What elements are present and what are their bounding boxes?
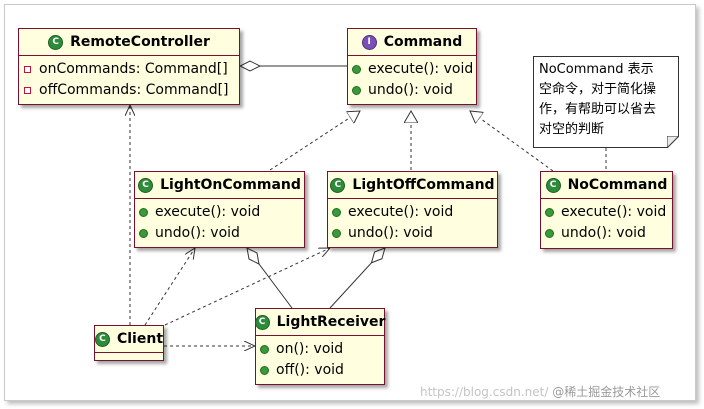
class-icon: C xyxy=(94,331,110,347)
note-fold-icon xyxy=(667,136,679,148)
method-label: execute(): void xyxy=(561,204,667,220)
class-icon: C xyxy=(48,34,64,50)
private-marker-icon xyxy=(24,66,31,73)
class-name: LightOffCommand xyxy=(352,177,495,193)
realization-lightoncommand-command xyxy=(269,111,360,171)
watermark: https://blog.csdn.net/ @稀土掘金技术社区 xyxy=(420,383,660,400)
interface-icon: I xyxy=(361,34,377,50)
public-marker-icon xyxy=(139,208,148,217)
dependency-client-lightoffcommand xyxy=(164,248,330,326)
method-label: undo(): void xyxy=(155,225,240,241)
class-icon: C xyxy=(254,314,270,330)
realization-nocommand-command xyxy=(470,111,554,172)
public-marker-icon xyxy=(352,86,361,95)
public-marker-icon xyxy=(545,208,554,217)
class-no-command[interactable]: C NoCommand execute(): void undo(): void xyxy=(540,171,673,249)
method-list: execute(): void undo(): void xyxy=(348,56,476,104)
method-row: on(): void xyxy=(260,339,380,360)
interface-command[interactable]: I Command execute(): void undo(): void xyxy=(347,28,477,105)
method-list: execute(): void undo(): void xyxy=(328,199,497,247)
method-row: off(): void xyxy=(260,360,380,381)
uml-note[interactable]: NoCommand 表示 空命令，对于简化操 作，有帮助可以省去 对空的判断 xyxy=(533,56,679,148)
method-list: execute(): void undo(): void xyxy=(135,199,304,247)
class-light-on-command[interactable]: C LightOnCommand execute(): void undo():… xyxy=(134,171,305,248)
private-marker-icon xyxy=(24,87,31,94)
public-marker-icon xyxy=(332,229,341,238)
method-row: execute(): void xyxy=(545,202,668,223)
attribute-list: onCommands: Command[] offCommands: Comma… xyxy=(19,56,239,104)
class-icon: C xyxy=(545,177,561,193)
method-label: undo(): void xyxy=(368,82,453,98)
aggregation-lightoncommand-lightreceiver xyxy=(247,248,293,309)
note-line: 对空的判断 xyxy=(539,122,605,137)
method-row: execute(): void xyxy=(352,59,474,80)
class-name: Client xyxy=(116,331,164,347)
watermark-brand: @稀土掘金技术社区 xyxy=(552,385,661,399)
method-label: undo(): void xyxy=(561,225,646,241)
method-row: execute(): void xyxy=(332,202,493,223)
dependency-client-lightoncommand xyxy=(144,248,195,326)
class-header: C LightReceiver xyxy=(254,309,386,336)
method-label: execute(): void xyxy=(155,204,261,220)
class-name: LightReceiver xyxy=(276,314,386,330)
class-name: RemoteController xyxy=(70,34,210,50)
note-line: 空命令，对于简化操 xyxy=(539,82,657,97)
class-header: C RemoteController xyxy=(19,29,239,56)
attribute-row: onCommands: Command[] xyxy=(23,59,235,80)
class-header: C LightOffCommand xyxy=(328,172,497,199)
method-label: undo(): void xyxy=(348,225,433,241)
method-list: execute(): void undo(): void xyxy=(541,199,672,247)
class-icon: C xyxy=(138,177,154,193)
attribute-label: offCommands: Command[] xyxy=(39,82,229,98)
method-row: execute(): void xyxy=(139,202,300,223)
method-label: on(): void xyxy=(276,341,344,357)
class-name: Command xyxy=(383,34,463,50)
note-line: NoCommand 表示 xyxy=(539,62,654,77)
class-light-receiver[interactable]: C LightReceiver on(): void off(): void xyxy=(254,308,386,385)
class-name: NoCommand xyxy=(567,177,668,193)
public-marker-icon xyxy=(352,65,361,74)
class-name: LightOnCommand xyxy=(160,177,301,193)
method-label: off(): void xyxy=(276,362,344,378)
attribute-row: offCommands: Command[] xyxy=(23,80,235,101)
class-header: C NoCommand xyxy=(541,172,672,199)
class-remote-controller[interactable]: C RemoteController onCommands: Command[]… xyxy=(18,28,240,105)
class-light-off-command[interactable]: C LightOffCommand execute(): void undo()… xyxy=(327,171,498,248)
note-line: 作，有帮助可以省去 xyxy=(539,102,657,117)
class-header: C Client xyxy=(94,326,164,353)
method-label: execute(): void xyxy=(348,204,454,220)
method-label: execute(): void xyxy=(368,61,474,77)
class-header: C LightOnCommand xyxy=(135,172,304,199)
attribute-label: onCommands: Command[] xyxy=(39,61,228,77)
public-marker-icon xyxy=(260,345,269,354)
aggregation-lightoffcommand-lightreceiver xyxy=(329,248,385,309)
method-list: on(): void off(): void xyxy=(256,336,384,384)
method-row: undo(): void xyxy=(352,80,472,101)
public-marker-icon xyxy=(260,366,269,375)
method-row: undo(): void xyxy=(332,223,493,244)
method-row: undo(): void xyxy=(139,223,300,244)
public-marker-icon xyxy=(545,229,554,238)
method-row: undo(): void xyxy=(545,223,668,244)
public-marker-icon xyxy=(332,208,341,217)
class-header: I Command xyxy=(348,29,476,56)
class-client[interactable]: C Client xyxy=(94,325,164,361)
class-icon: C xyxy=(330,177,346,193)
watermark-url: https://blog.csdn.net/ xyxy=(420,385,549,399)
public-marker-icon xyxy=(139,229,148,238)
